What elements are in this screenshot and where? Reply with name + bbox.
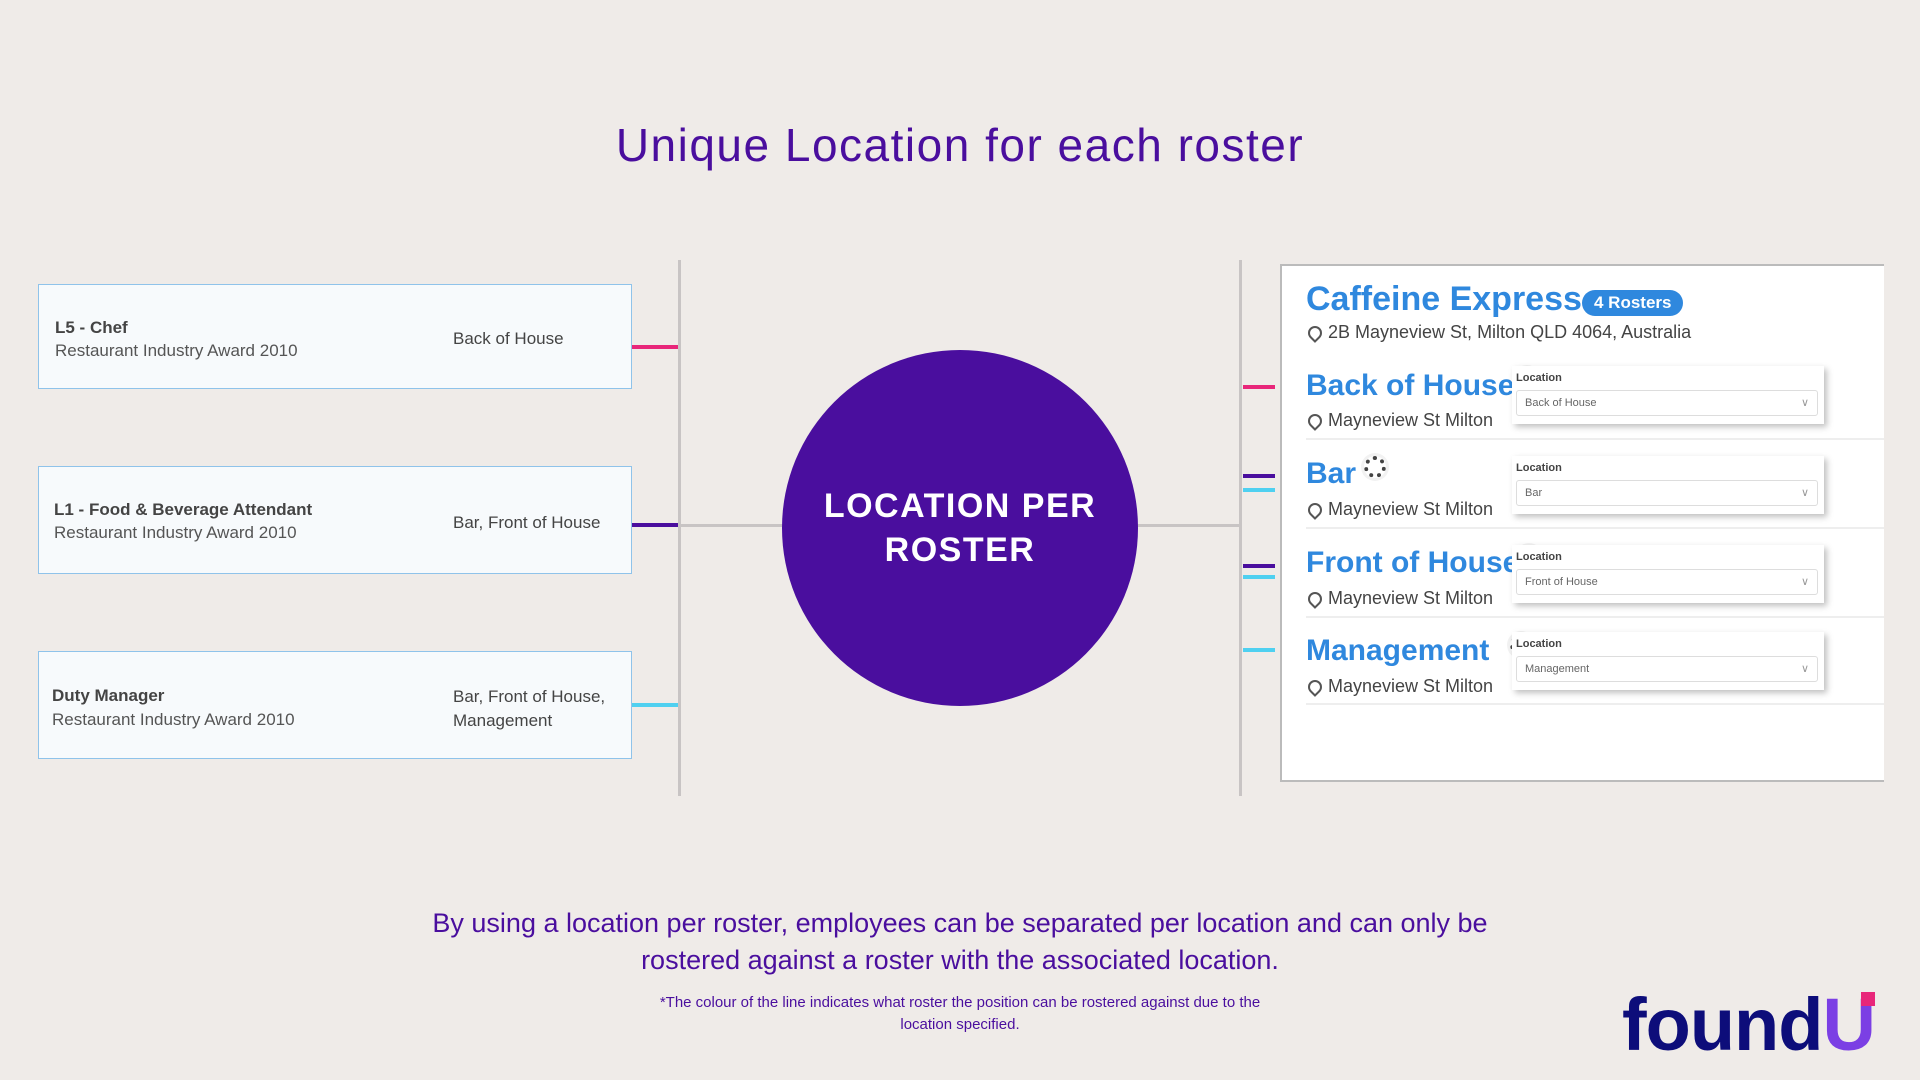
divider bbox=[1306, 527, 1884, 529]
locations-line: Bar, Front of House, bbox=[453, 687, 606, 706]
locations-line: Management bbox=[453, 711, 553, 730]
description: By using a location per roster, employee… bbox=[0, 905, 1920, 979]
page-title: Unique Location for each roster bbox=[615, 119, 1305, 171]
address-text: 2B Mayneview St, Milton QLD 4064, Austra… bbox=[1328, 322, 1692, 342]
position-card-fb-attendant: L1 - Food & Beverage Attendant Restauran… bbox=[38, 466, 632, 574]
location-select[interactable]: Back of House ∨ bbox=[1516, 390, 1818, 416]
location-label: Location bbox=[1516, 551, 1562, 563]
description-text: By using a location per roster, employee… bbox=[432, 908, 1488, 975]
location-pin-icon bbox=[1305, 676, 1325, 697]
location-label: Location bbox=[1516, 638, 1562, 650]
cyan-connector bbox=[632, 703, 678, 707]
position-locations: Bar, Front of House bbox=[453, 513, 601, 532]
position-locations: Bar, Front of House, Management bbox=[453, 685, 605, 733]
store-name: Caffeine Express bbox=[1306, 280, 1582, 318]
cyan-connector bbox=[1243, 648, 1275, 652]
location-pin-icon bbox=[1305, 410, 1325, 431]
footnote-text: *The colour of the line indicates what r… bbox=[659, 994, 1261, 1033]
roster-name[interactable]: Management bbox=[1306, 634, 1490, 667]
logo-dot bbox=[1860, 992, 1875, 1006]
location-select[interactable]: Management ∨ bbox=[1516, 656, 1818, 682]
location-label: Location bbox=[1516, 372, 1562, 384]
location-value: Back of House bbox=[1525, 397, 1597, 409]
center-label: LOCATION PER ROSTER bbox=[823, 487, 1097, 569]
store-address: 2B Mayneview St, Milton QLD 4064, Austra… bbox=[1305, 322, 1692, 343]
position-name: Duty Manager bbox=[52, 686, 165, 705]
chevron-down-icon: ∨ bbox=[1800, 487, 1809, 499]
position-locations: Back of House bbox=[453, 329, 564, 348]
chevron-down-icon: ∨ bbox=[1800, 663, 1809, 675]
location-label: Location bbox=[1516, 462, 1562, 474]
location-pin-icon bbox=[1305, 322, 1325, 343]
purple-connector bbox=[1243, 564, 1275, 568]
roster-address: Mayneview St Milton bbox=[1305, 410, 1494, 431]
roster-name[interactable]: Front of House bbox=[1306, 546, 1520, 579]
address-text: Mayneview St Milton bbox=[1328, 588, 1494, 608]
pink-connector bbox=[632, 345, 678, 349]
address-text: Mayneview St Milton bbox=[1328, 499, 1494, 519]
position-name: L1 - Food & Beverage Attendant bbox=[54, 500, 313, 519]
divider bbox=[1306, 703, 1884, 705]
address-text: Mayneview St Milton bbox=[1328, 410, 1494, 430]
position-name: L5 - Chef bbox=[55, 318, 128, 337]
location-pin-icon bbox=[1305, 499, 1325, 520]
location-value: Bar bbox=[1525, 487, 1543, 499]
rosters-badge: 4 Rosters bbox=[1582, 290, 1684, 316]
divider bbox=[1306, 616, 1884, 618]
footnote: *The colour of the line indicates what r… bbox=[0, 992, 1920, 1036]
purple-connector bbox=[1243, 474, 1275, 478]
location-pin-icon bbox=[1305, 588, 1325, 609]
location-value: Management bbox=[1525, 663, 1590, 675]
cyan-connector bbox=[1243, 575, 1275, 579]
position-card-duty-manager: Duty Manager Restaurant Industry Award 2… bbox=[38, 651, 632, 759]
center-circle: LOCATION PER ROSTER bbox=[782, 350, 1138, 706]
roster-address: Mayneview St Milton bbox=[1305, 499, 1494, 520]
location-value: Front of House bbox=[1525, 576, 1598, 588]
cyan-connector bbox=[1243, 488, 1275, 492]
purple-connector bbox=[632, 523, 678, 527]
right-divider-line bbox=[1239, 260, 1242, 796]
roster-name[interactable]: Bar bbox=[1306, 457, 1357, 490]
chevron-down-icon: ∨ bbox=[1800, 397, 1809, 409]
roster-name[interactable]: Back of House bbox=[1306, 369, 1515, 402]
position-award: Restaurant Industry Award 2010 bbox=[55, 341, 298, 360]
address-text: Mayneview St Milton bbox=[1328, 676, 1494, 696]
pink-connector bbox=[1243, 385, 1275, 389]
position-award: Restaurant Industry Award 2010 bbox=[54, 523, 297, 542]
location-select[interactable]: Front of House ∨ bbox=[1516, 569, 1818, 595]
roster-address: Mayneview St Milton bbox=[1305, 588, 1494, 609]
gear-icon[interactable] bbox=[1364, 456, 1386, 478]
position-award: Restaurant Industry Award 2010 bbox=[52, 710, 295, 729]
chevron-down-icon: ∨ bbox=[1800, 576, 1809, 588]
divider bbox=[1306, 438, 1884, 440]
position-card-chef: L5 - Chef Restaurant Industry Award 2010… bbox=[38, 284, 632, 389]
roster-panel: Caffeine Express 4 Rosters 2B Mayneview … bbox=[1280, 264, 1884, 782]
left-divider-line bbox=[678, 260, 681, 796]
roster-address: Mayneview St Milton bbox=[1305, 676, 1494, 697]
foundu-logo: foundU bbox=[1622, 982, 1876, 1067]
logo-text: found bbox=[1622, 983, 1823, 1066]
location-select[interactable]: Bar ∨ bbox=[1516, 480, 1818, 506]
